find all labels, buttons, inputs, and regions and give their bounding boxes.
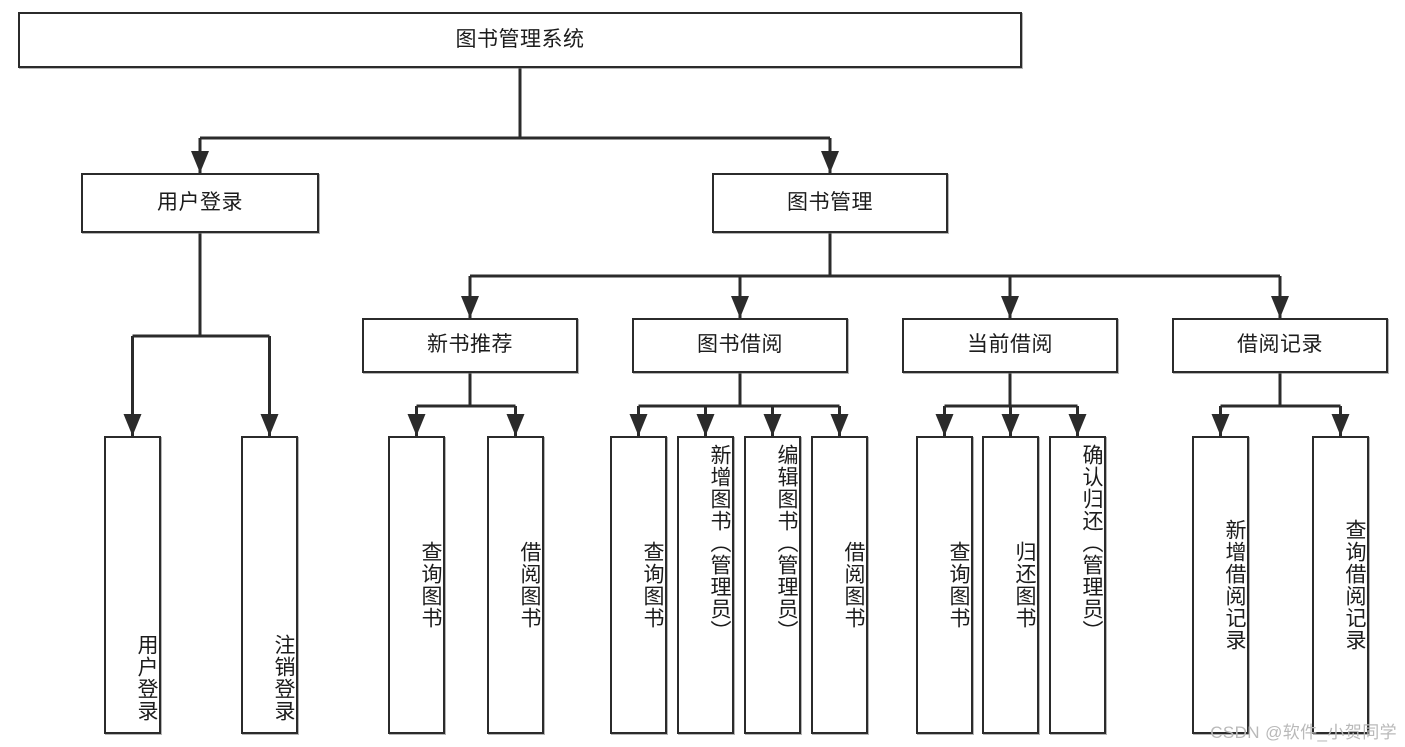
node-leaf-return-book[interactable]: 归还图书 [982, 436, 1039, 734]
arrow-head-leaf-query-book-2 [629, 414, 648, 436]
node-label-book-manage: 图书管理 [787, 190, 873, 214]
node-label-leaf-confirm-return: 确认归还（管理员） [1080, 444, 1103, 642]
node-label-leaf-borrow-book-1: 借阅图书 [518, 541, 541, 629]
node-label-user-login: 用户登录 [157, 190, 243, 214]
node-book-borrow[interactable]: 图书借阅 [632, 318, 848, 373]
arrow-head-book-manage [821, 151, 839, 173]
node-leaf-borrow-book-2[interactable]: 借阅图书 [811, 436, 868, 734]
arrow-head-leaf-confirm-return [1068, 414, 1087, 436]
node-label-leaf-return-book: 归还图书 [1013, 541, 1036, 629]
node-leaf-confirm-return[interactable]: 确认归还（管理员） [1049, 436, 1106, 734]
arrow-head-current-borrow [1001, 296, 1019, 318]
arrow-head-user-login [191, 151, 209, 173]
node-user-login[interactable]: 用户登录 [81, 173, 319, 233]
arrow-head-book-borrow [731, 296, 749, 318]
watermark-label: CSDN @软件_小贺同学 [1210, 723, 1397, 742]
node-label-new-book-rec: 新书推荐 [427, 333, 513, 357]
node-book-manage[interactable]: 图书管理 [712, 173, 948, 233]
node-label-leaf-borrow-book-2: 借阅图书 [842, 541, 865, 629]
node-leaf-query-book-1[interactable]: 查询图书 [388, 436, 445, 734]
node-label-leaf-logout: 注销登录 [272, 634, 295, 722]
node-leaf-query-record[interactable]: 查询借阅记录 [1312, 436, 1369, 734]
node-leaf-edit-book[interactable]: 编辑图书（管理员） [744, 436, 801, 734]
node-label-leaf-user-login: 用户登录 [135, 634, 158, 722]
node-leaf-query-book-2[interactable]: 查询图书 [610, 436, 667, 734]
node-leaf-add-book[interactable]: 新增图书（管理员） [677, 436, 734, 734]
arrow-head-leaf-add-record [1211, 414, 1230, 436]
node-label-leaf-query-book-1: 查询图书 [419, 541, 442, 629]
node-current-borrow[interactable]: 当前借阅 [902, 318, 1118, 373]
node-label-book-borrow: 图书借阅 [697, 333, 783, 357]
node-root[interactable]: 图书管理系统 [18, 12, 1022, 68]
node-leaf-logout[interactable]: 注销登录 [241, 436, 298, 734]
node-leaf-borrow-book-1[interactable]: 借阅图书 [487, 436, 544, 734]
arrow-head-leaf-add-book [696, 414, 715, 436]
node-leaf-query-book-3[interactable]: 查询图书 [916, 436, 973, 734]
node-label-leaf-query-book-2: 查询图书 [641, 541, 664, 629]
arrow-head-leaf-return-book [1001, 414, 1020, 436]
node-label-current-borrow: 当前借阅 [967, 333, 1053, 357]
node-label-leaf-edit-book: 编辑图书（管理员） [775, 444, 798, 642]
node-label-leaf-add-record: 新增借阅记录 [1223, 519, 1246, 651]
node-label-root: 图书管理系统 [455, 27, 585, 51]
arrow-head-new-book-rec [461, 296, 479, 318]
node-leaf-add-record[interactable]: 新增借阅记录 [1192, 436, 1249, 734]
arrow-head-leaf-logout [260, 414, 279, 436]
arrow-head-leaf-edit-book [763, 414, 782, 436]
arrow-head-leaf-borrow-book-1 [506, 414, 525, 436]
arrow-head-leaf-user-login [123, 414, 142, 436]
arrow-head-leaf-borrow-book-2 [830, 414, 849, 436]
node-label-leaf-query-record: 查询借阅记录 [1343, 519, 1366, 651]
node-borrow-record[interactable]: 借阅记录 [1172, 318, 1388, 373]
node-label-borrow-record: 借阅记录 [1237, 333, 1323, 357]
node-label-leaf-add-book: 新增图书（管理员） [708, 444, 731, 642]
arrow-head-borrow-record [1271, 296, 1289, 318]
arrow-head-leaf-query-book-3 [935, 414, 954, 436]
arrow-head-leaf-query-book-1 [407, 414, 426, 436]
node-leaf-user-login[interactable]: 用户登录 [104, 436, 161, 734]
arrow-head-leaf-query-record [1331, 414, 1350, 436]
node-label-leaf-query-book-3: 查询图书 [947, 541, 970, 629]
node-new-book-rec[interactable]: 新书推荐 [362, 318, 578, 373]
